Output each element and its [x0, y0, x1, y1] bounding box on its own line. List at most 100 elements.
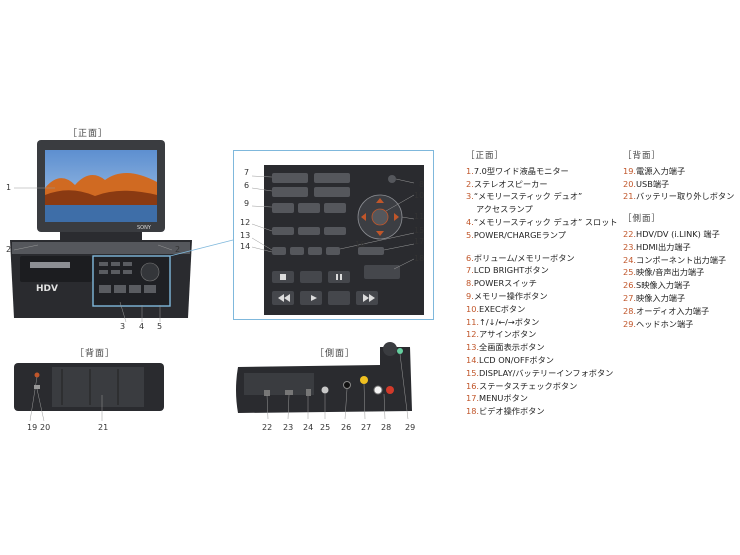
legend-item-text: “メモリースティック デュオ”: [473, 191, 583, 202]
legend-item: 6.ボリューム/メモリーボタン: [466, 252, 618, 265]
legend-item: 29.ヘッドホン端子: [623, 318, 735, 331]
legend-item-text: ヘッドホン端子: [636, 318, 694, 329]
callout-28: 28: [381, 423, 392, 432]
legend-item: 16.ステータスチェックボタン: [466, 380, 618, 393]
legend-item: 9.メモリー操作ボタン: [466, 290, 618, 303]
callout-25: 25: [320, 423, 331, 432]
legend-item-text: アクセスランプ: [476, 204, 533, 215]
legend-item-number: 23.: [623, 241, 637, 252]
legend-item: 26.S映像入力端子: [623, 279, 735, 292]
back-view-illustration: [14, 363, 164, 422]
callout-21: 21: [98, 423, 109, 432]
legend-item-number: 4.: [466, 216, 474, 227]
callout-26: 26: [341, 423, 352, 432]
legend-item: 5.POWER/CHARGEランプ: [466, 229, 618, 242]
callout-1: 1: [6, 183, 12, 192]
legend-item-text: EXECボタン: [479, 303, 526, 314]
legend-item-text: S映像入力端子: [636, 280, 691, 291]
legend-item-text: 電源入力端子: [636, 165, 686, 176]
av-out-jack: [321, 386, 329, 394]
screen-lake: [45, 205, 157, 222]
brand-logo: SONY: [137, 225, 152, 231]
callout-2-right: 2: [175, 245, 181, 254]
caption-front: ［正面］: [68, 129, 109, 139]
legend-item-text: “メモリースティック デュオ” スロット: [473, 216, 618, 227]
callout-5: 5: [157, 322, 163, 331]
legend-item-text: DISPLAY/バッテリーインフォボタン: [479, 367, 614, 378]
legend-item-number: 15.: [466, 367, 480, 378]
callout-17: 17: [414, 237, 425, 246]
legend-item-text: USB端子: [636, 178, 670, 189]
legend-item-number: 7.: [466, 265, 474, 276]
legend-item-number: 21.: [623, 191, 637, 202]
callout-8: 8: [419, 180, 425, 189]
legend-item-number: 17.: [466, 393, 480, 404]
callout-6: 6: [244, 181, 250, 190]
legend-item-text: バッテリー取り外しボタン: [636, 191, 735, 202]
legend-item-text: ビデオ操作ボタン: [479, 406, 545, 417]
legend-item-text: MENUボタン: [479, 393, 528, 404]
legend-item-number: 5.: [466, 229, 474, 240]
legend-item: アクセスランプ: [466, 203, 618, 216]
legend-item-number: 20.: [623, 178, 637, 189]
legend-item-number: 14.: [466, 354, 480, 365]
side-body: [236, 347, 412, 413]
legend-item: 10.EXECボタン: [466, 303, 618, 316]
legend-item-text: POWER/CHARGEランプ: [473, 229, 566, 240]
callout-22: 22: [262, 423, 273, 432]
callout-14: 14: [240, 242, 251, 251]
legend-item-number: 2.: [466, 178, 474, 189]
callout-29: 29: [405, 423, 416, 432]
video-in-jack: [360, 376, 368, 384]
legend-item-text: アサインボタン: [479, 329, 537, 340]
callout-12: 12: [240, 218, 251, 227]
legend-item: 23.HDMI出力端子: [623, 241, 735, 254]
legend-item: 15.DISPLAY/バッテリーインフォボタン: [466, 367, 618, 380]
legend-item: 11.↑/↓/←/→ボタン: [466, 316, 618, 329]
legend-item: 2.ステレオスピーカー: [466, 178, 618, 191]
legend-front-title: ［正面］: [466, 151, 505, 161]
hdv-logo: HDV: [36, 284, 58, 294]
legend-item-text: ステータスチェックボタン: [479, 380, 578, 391]
callout-27: 27: [361, 423, 372, 432]
power-switch: [388, 175, 396, 183]
legend-item-number: 22.: [623, 228, 637, 239]
panel-detail-frame: [233, 150, 434, 320]
legend-item-text: LCD ON/OFFボタン: [479, 354, 554, 365]
callout-10: 10: [414, 191, 425, 200]
legend-item-number: 1.: [466, 165, 474, 176]
callout-18: 18: [414, 254, 425, 263]
legend-item: 21.バッテリー取り外しボタン: [623, 190, 735, 203]
callout-20: 20: [40, 423, 51, 432]
legend-item-number: 8.: [466, 278, 474, 289]
callout-9: 9: [244, 199, 250, 208]
headphone-jack: [397, 348, 403, 354]
legend-item-text: LCD BRIGHTボタン: [473, 265, 549, 276]
legend-side-title: ［側面］: [623, 214, 662, 225]
legend-item-number: 18.: [466, 406, 480, 417]
legend-item-number: 24.: [623, 254, 637, 265]
legend-item-text: HDMI出力端子: [636, 241, 691, 252]
legend-item: 22.HDV/DV (i.LINK) 端子: [623, 228, 735, 241]
legend-item-number: 29.: [623, 318, 637, 329]
legend-item-number: 28.: [623, 305, 637, 316]
legend-item: 20.USB端子: [623, 178, 735, 191]
legend-item-number: 12.: [466, 329, 480, 340]
legend-item-text: コンポーネント出力端子: [636, 254, 727, 265]
legend-item-number: 19.: [623, 165, 637, 176]
legend-item: 28.オーディオ入力端子: [623, 305, 735, 318]
callout-24: 24: [303, 423, 314, 432]
legend-item-text: メモリー操作ボタン: [473, 290, 548, 301]
legend-item-number: 11.: [466, 316, 480, 327]
legend-item: 27.映像入力端子: [623, 292, 735, 305]
legend-item-number: 27.: [623, 292, 637, 303]
legend-item: 24.コンポーネント出力端子: [623, 254, 735, 267]
legend-item: 19.電源入力端子: [623, 165, 735, 178]
legend-item-text: HDV/DV (i.LINK) 端子: [636, 228, 720, 239]
usb-port: [34, 385, 40, 389]
legend-item: 17.MENUボタン: [466, 392, 618, 405]
callout-13: 13: [240, 231, 251, 240]
callout-3: 3: [120, 322, 126, 331]
